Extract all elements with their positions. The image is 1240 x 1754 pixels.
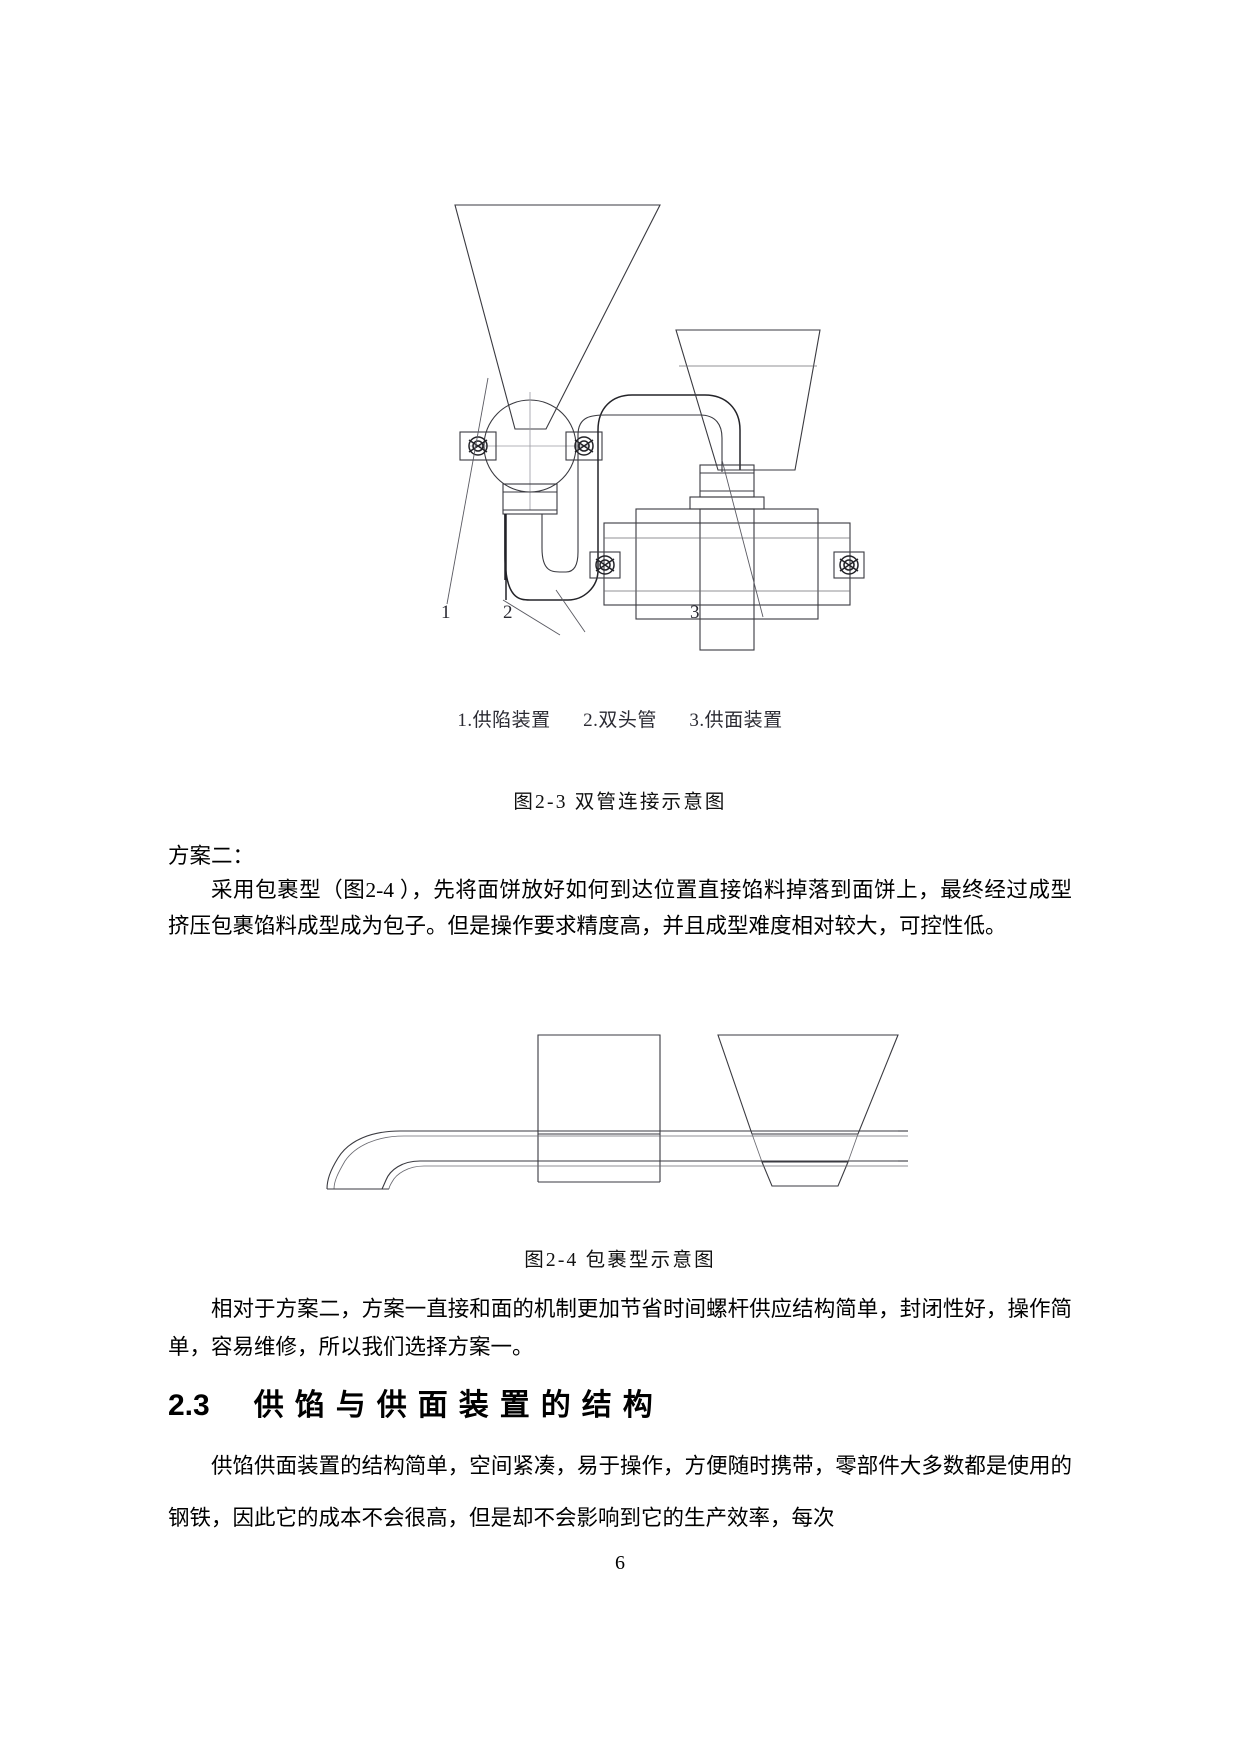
right-hopper	[675, 329, 821, 471]
right-feed-device-body	[603, 464, 851, 651]
figure-2-4-caption: 图2-4 包裹型示意图	[524, 1250, 716, 1271]
conveyor-belt	[326, 1130, 908, 1190]
comparison-paragraph: 相对于方案二，方案一直接和面的机制更加节省时间螺杆供应结构简单，封闭性好，操作简…	[168, 1297, 1072, 1359]
legend-item-2: 2.双头管	[583, 710, 657, 731]
figure-2-3-drawing: 1 2 3	[0, 180, 1240, 680]
mold-block	[537, 1034, 661, 1183]
callout-label-2: 2	[503, 602, 513, 623]
figure-2-4-drawing	[0, 990, 1240, 1230]
callout-label-3: 3	[690, 602, 700, 623]
legend-item-1: 1.供陷装置	[457, 710, 551, 731]
left-neck-nut	[502, 483, 558, 515]
plan-two-paragraph: 采用包裹型（图2-4 ），先将面饼放好如何到达位置直接馅料掉落到面饼上，最终经过…	[168, 878, 1072, 938]
structure-paragraph: 供馅供面装置的结构简单，空间紧凑，易于操作，方便随时携带，零部件大多数都是使用的…	[168, 1454, 1072, 1530]
page-number: 6	[615, 1552, 625, 1574]
figure-2-3-legend: 1.供陷装置 2.双头管 3.供面装置	[0, 705, 1240, 732]
section-number: 2.3	[168, 1389, 210, 1422]
figure-2-3-svg: 1 2 3	[441, 204, 865, 651]
figure-2-3-caption: 图2-3 双管连接示意图	[513, 792, 727, 813]
callout-label-1: 1	[441, 602, 451, 623]
figure-2-4-svg	[326, 1034, 908, 1190]
section-title: 供馅与供面装置的结构	[253, 1389, 664, 1422]
belt-right-edge	[898, 1130, 908, 1162]
plan-two-label: 方案二：	[168, 844, 255, 868]
section-heading-2-3: 2.3 供馅与供面装置的结构	[168, 1380, 1088, 1424]
right-flange-bolts	[589, 551, 865, 579]
legend-item-3: 3.供面装置	[689, 710, 783, 731]
filling-hopper	[717, 1034, 899, 1187]
left-hopper	[454, 204, 661, 430]
callout-leader-lines	[446, 377, 764, 633]
